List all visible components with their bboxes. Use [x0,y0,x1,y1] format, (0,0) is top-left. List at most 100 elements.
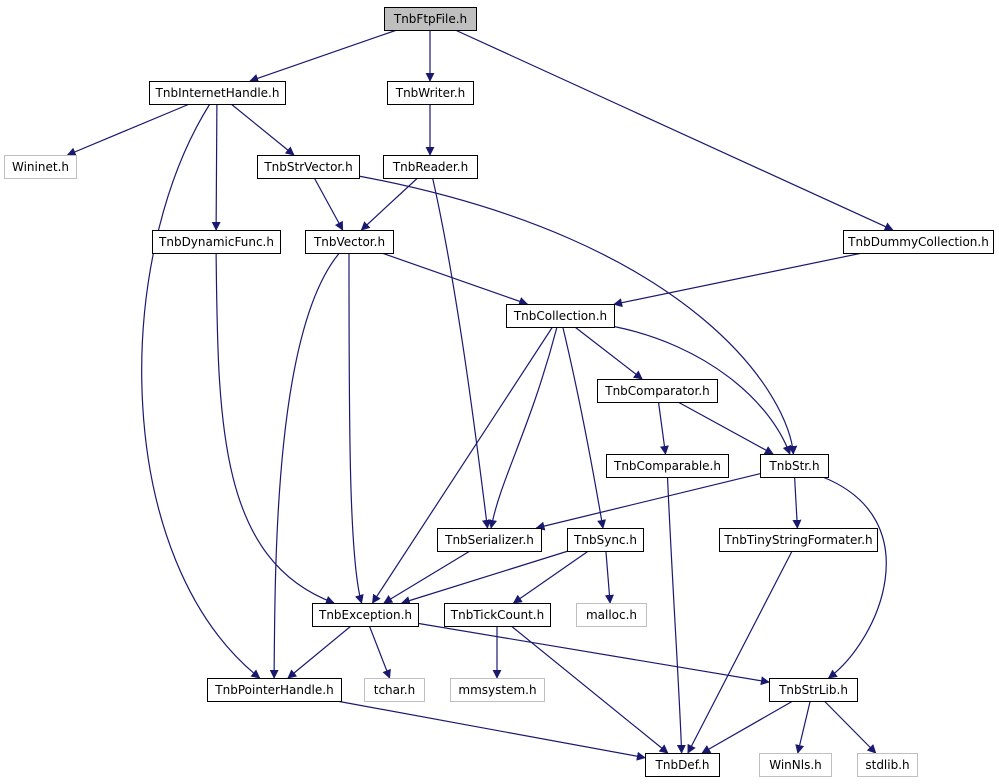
node-tnbwriter[interactable]: TnbWriter.h [387,81,474,105]
node-box [450,678,545,702]
edge-tnbsync-to-tnbtickcount [512,550,589,604]
edge-tnbstrlib-to-winnls [795,700,811,754]
node-tnbstrlib[interactable]: TnbStrLib.h [769,678,858,702]
node-tnbcomparable[interactable]: TnbComparable.h [606,454,729,478]
edge-tnbreader-to-tnbvector [360,177,419,231]
node-box [364,678,425,702]
node-tnbexception[interactable]: TnbException.h [312,603,419,627]
node-wininet: Wininet.h [4,155,77,179]
node-box [506,304,615,328]
edge-tnbstr-to-tnbtinystringformater [792,476,802,529]
edge-tnbcomparable-to-tnbdef [666,476,686,754]
node-box [207,678,342,702]
node-tnbtinystringformater[interactable]: TnbTinyStringFormater.h [719,528,878,552]
node-label: TnbSync.h [573,533,637,547]
edge-tnbftpfile-to-tnbinternethandle [249,29,398,83]
node-label: TnbDummyCollection.h [847,235,989,249]
edge-tnbvector-to-tnbpointerhandle [269,252,340,679]
node-label: TnbReader.h [392,160,468,174]
edge-tnbexception-to-tchar [368,625,391,679]
node-box [387,81,474,105]
node-label: TnbDynamicFunc.h [158,235,274,249]
edge-tnbstr-to-tnbstrlib [822,476,887,679]
edge-tnbinternethandle-to-wininet [66,103,190,157]
edge-tnbcollection-to-tnbcomparator [574,326,643,380]
node-label: tchar.h [374,683,416,697]
node-tnbstr[interactable]: TnbStr.h [760,454,829,478]
edge-tnbcollection-to-tnbserializer [488,326,558,529]
edge-tnbserializer-to-tnbexception [383,550,471,604]
node-box [719,528,878,552]
node-tnbsync[interactable]: TnbSync.h [567,528,644,552]
node-winnls: WinNls.h [759,753,832,777]
node-label: WinNls.h [769,758,822,772]
edge-tnbvector-to-tnbexception [348,252,364,604]
node-tnbdynamicfunc[interactable]: TnbDynamicFunc.h [152,230,281,254]
edge-tnbcollection-to-tnbsync [562,326,607,529]
node-tnbcollection[interactable]: TnbCollection.h [506,304,615,328]
node-label: TnbWriter.h [395,86,466,100]
node-tnbdummycollection[interactable]: TnbDummyCollection.h [843,230,994,254]
edge-tnbcomparator-to-tnbstr [677,401,774,455]
node-box [606,454,729,478]
node-box [305,230,394,254]
node-box [257,155,360,179]
node-label: TnbVector.h [313,235,385,249]
node-label: Wininet.h [12,160,69,174]
node-box [383,155,478,179]
edge-tnbcollection-to-tnbstr [613,325,792,455]
node-tnbreader[interactable]: TnbReader.h [383,155,478,179]
edge-tnbcollection-to-tnbexception [371,326,554,604]
node-box [759,753,832,777]
edge-tnbstr-to-tnbserializer [535,473,761,531]
node-label: TnbSerializer.h [444,533,534,547]
node-box [576,603,647,627]
edge-tnbtickcount-to-tnbdef [510,625,669,754]
edges [66,29,894,761]
node-box [152,230,281,254]
node-label: TnbFtpFile.h [393,12,467,26]
node-tchar: tchar.h [364,678,425,702]
edge-tnbstrvector-to-tnbvector [313,177,344,231]
node-box [645,753,720,777]
node-label: malloc.h [586,608,637,622]
node-mmsystem: mmsystem.h [450,678,545,702]
node-tnbtickcount[interactable]: TnbTickCount.h [444,603,551,627]
node-tnbstrvector[interactable]: TnbStrVector.h [257,155,360,179]
edge-tnbsync-to-malloc [604,550,614,604]
edge-tnbstrvector-to-tnbstr [358,175,798,455]
node-label: TnbDef.h [655,758,710,772]
node-label: TnbCollection.h [513,309,607,323]
node-tnbpointerhandle[interactable]: TnbPointerHandle.h [207,678,342,702]
node-label: TnbComparable.h [613,459,721,473]
node-tnbserializer[interactable]: TnbSerializer.h [437,528,542,552]
node-box [384,7,477,31]
node-box [312,603,419,627]
node-tnbinternethandle[interactable]: TnbInternetHandle.h [149,81,286,105]
node-box [843,230,994,254]
node-tnbcomparator[interactable]: TnbComparator.h [597,379,718,403]
node-box [4,155,77,179]
node-box [760,454,829,478]
edge-tnbinternethandle-to-tnbpointerhandle [141,103,261,679]
node-box [444,603,551,627]
node-label: TnbPointerHandle.h [214,683,333,697]
edge-tnbdynamicfunc-to-tnbexception [215,252,335,605]
node-box [567,528,644,552]
node-label: TnbTinyStringFormater.h [723,533,872,547]
node-label: TnbStr.h [768,459,819,473]
edge-tnbftpfile-to-tnbdummycollection [454,29,894,231]
edge-tnbsync-to-tnbexception [400,550,569,605]
edge-tnbvector-to-tnbcollection [381,252,529,306]
node-tnbftpfile[interactable]: TnbFtpFile.h [384,7,477,31]
node-malloc: malloc.h [576,603,647,627]
edge-tnbinternethandle-to-tnbdynamicfunc [211,103,221,231]
node-tnbdef[interactable]: TnbDef.h [645,753,720,777]
edge-tnbstrlib-to-tnbdef [701,700,794,754]
node-label: mmsystem.h [458,683,536,697]
node-label: TnbInternetHandle.h [155,86,280,100]
node-box [769,678,858,702]
node-tnbvector[interactable]: TnbVector.h [305,230,394,254]
